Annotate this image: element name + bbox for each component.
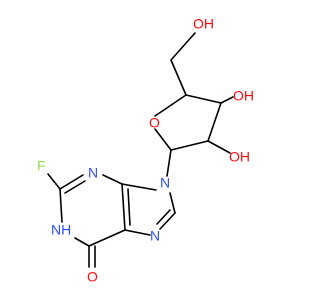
atom-oh-top: OH (193, 16, 214, 32)
bond-c3prime-oh (220, 96, 234, 104)
bond-nh-c6 (74, 237, 90, 247)
atom-labels: OH OH OH O N N N NH F O (37, 16, 254, 285)
atom-n9: N (160, 175, 170, 191)
bond-c1prime-ringo (154, 128, 172, 151)
bond-c8-n7 (159, 212, 176, 230)
bond-c4-n3 (102, 174, 123, 185)
bond-ch2-c4prime (170, 59, 187, 96)
bond-c2-nh (59, 188, 63, 223)
bond-n9-c4 (121, 183, 157, 191)
bond-c1prime-n9 (166, 149, 172, 177)
bond-n3-c2-double (64, 180, 86, 194)
atom-ring-oxygen: O (149, 115, 160, 131)
bond-ringo-c4prime (154, 94, 187, 117)
bond-c3prime-c2prime (207, 102, 222, 142)
bond-c4-c5 (121, 183, 126, 231)
bond-n9-c8 (169, 192, 176, 214)
atom-oh-c3prime: OH (233, 88, 254, 104)
bond-c8-n7-double (156, 209, 171, 225)
bond-n3-c2 (59, 174, 84, 190)
bonds (47, 32, 234, 268)
atom-n3: N (88, 165, 98, 181)
bond-c2prime-c1prime (170, 140, 209, 151)
bond-c4prime-c3prime (185, 94, 222, 104)
bond-c4-c5-double (127, 188, 131, 226)
bond-c6-c5 (88, 229, 126, 247)
bond-oh-ch2 (170, 32, 196, 61)
bond-n7-c5 (124, 229, 151, 236)
bond-c2prime-oh (207, 140, 231, 154)
atom-fluorine: F (37, 158, 46, 174)
atom-n7: N (150, 228, 160, 244)
atom-carbonyl-oxygen: O (87, 269, 98, 285)
atom-nh: NH (51, 222, 71, 238)
molecule-structure: OH OH OH O N N N NH F O (37, 16, 254, 285)
atom-oh-c2prime: OH (229, 149, 250, 165)
bond-c2-f (47, 173, 61, 190)
